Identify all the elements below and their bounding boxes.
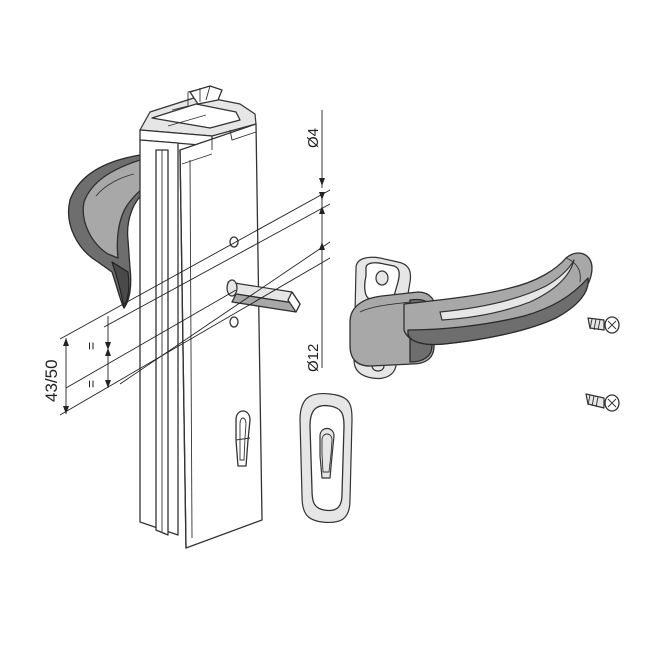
spindle-diameter-label: Ø12 (305, 344, 322, 372)
center-distance-label: 43/50 (42, 359, 61, 402)
door-profile (139, 85, 263, 549)
cylinder-escutcheon (299, 392, 353, 524)
right-handle (349, 252, 593, 380)
cylinder-cutout (235, 410, 251, 467)
equal-mark-top: = (83, 342, 99, 350)
equal-mark-bottom: = (83, 380, 99, 388)
square-spindle (226, 279, 301, 313)
pin-diameter-label: Ø4 (305, 128, 322, 148)
screw-bottom (585, 393, 620, 412)
left-handle-rear (68, 154, 149, 309)
screw-top (587, 316, 620, 334)
dimension-lines (59, 110, 331, 416)
